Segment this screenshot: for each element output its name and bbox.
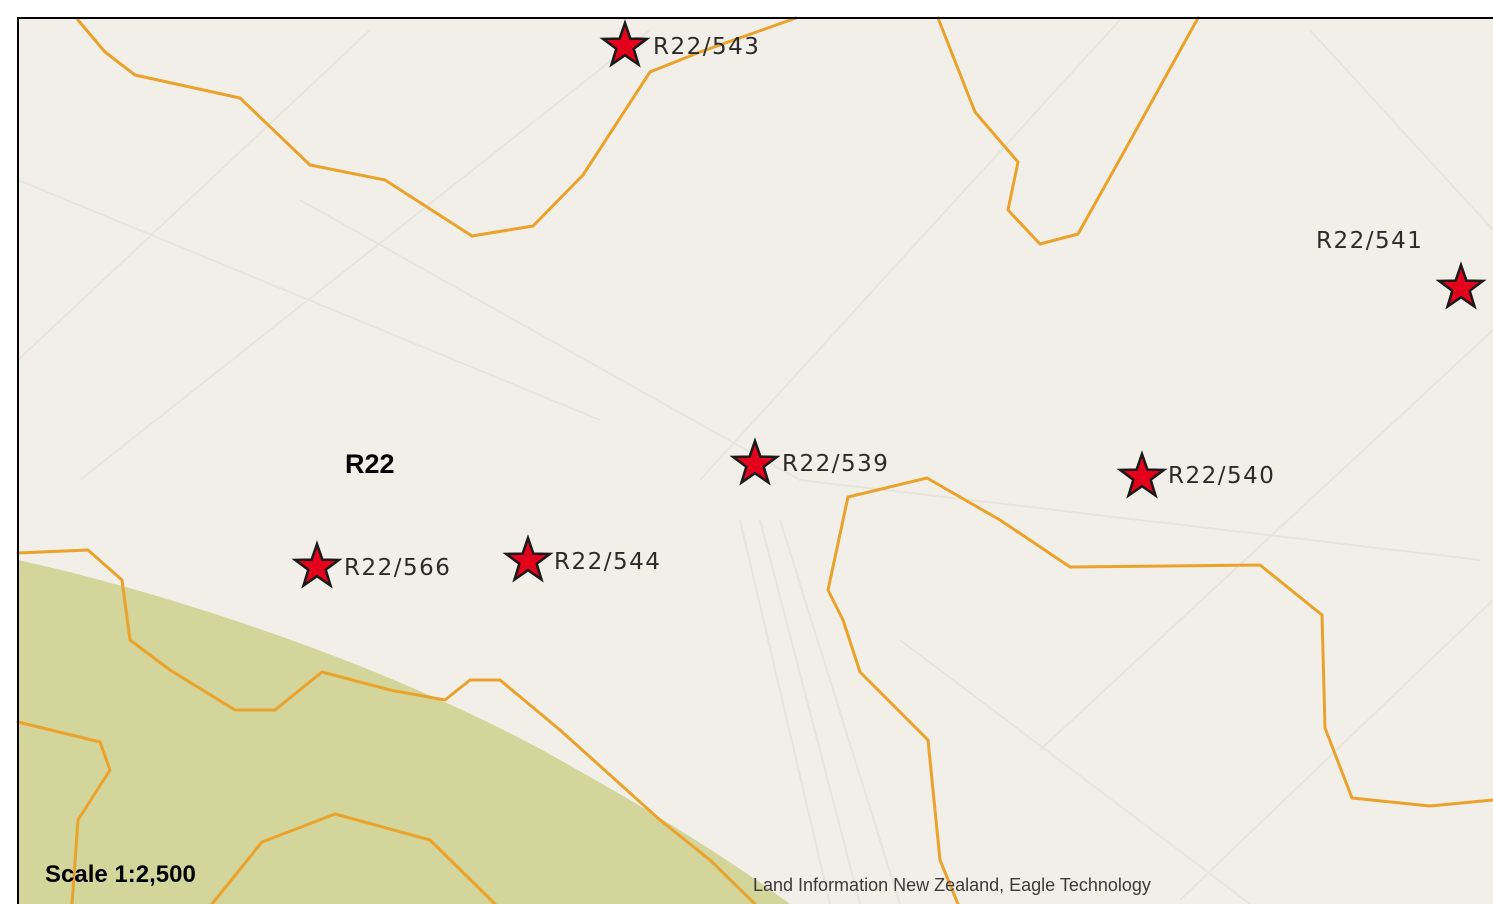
red-star-icon <box>599 19 651 68</box>
vegetation-area <box>18 560 790 904</box>
red-star-icon <box>502 534 554 583</box>
site-label-r22-540: R22/540 <box>1168 463 1275 489</box>
site-label-r22-566: R22/566 <box>344 555 451 581</box>
grid-sheet-label: R22 <box>345 449 395 479</box>
site-marker-r22-540[interactable]: R22/540 <box>1116 450 1275 499</box>
red-star-icon <box>1116 450 1168 499</box>
map-border <box>17 17 1493 904</box>
red-star-icon <box>1435 261 1487 310</box>
site-label-r22-541: R22/541 <box>1316 228 1423 254</box>
site-marker-r22-543[interactable]: R22/543 <box>599 19 760 68</box>
basemap-lines <box>17 19 1493 904</box>
site-label-r22-543: R22/543 <box>653 34 760 60</box>
site-label-r22-539: R22/539 <box>782 451 889 477</box>
contour-lines <box>16 16 1493 904</box>
site-marker-r22-566[interactable]: R22/566 <box>291 540 451 589</box>
red-star-icon <box>291 540 343 589</box>
scale-label: Scale 1:2,500 <box>45 861 196 888</box>
site-marker-r22-539[interactable]: R22/539 <box>729 437 889 486</box>
site-label-r22-544: R22/544 <box>554 549 661 575</box>
site-markers: R22/543 R22/541 R22/539 R22/540 R22/566 <box>291 19 1487 589</box>
attribution-text: Land Information New Zealand, Eagle Tech… <box>753 875 1151 895</box>
red-star-icon <box>729 437 781 486</box>
site-marker-r22-541[interactable]: R22/541 <box>1316 228 1487 310</box>
site-marker-r22-544[interactable]: R22/544 <box>502 534 661 583</box>
